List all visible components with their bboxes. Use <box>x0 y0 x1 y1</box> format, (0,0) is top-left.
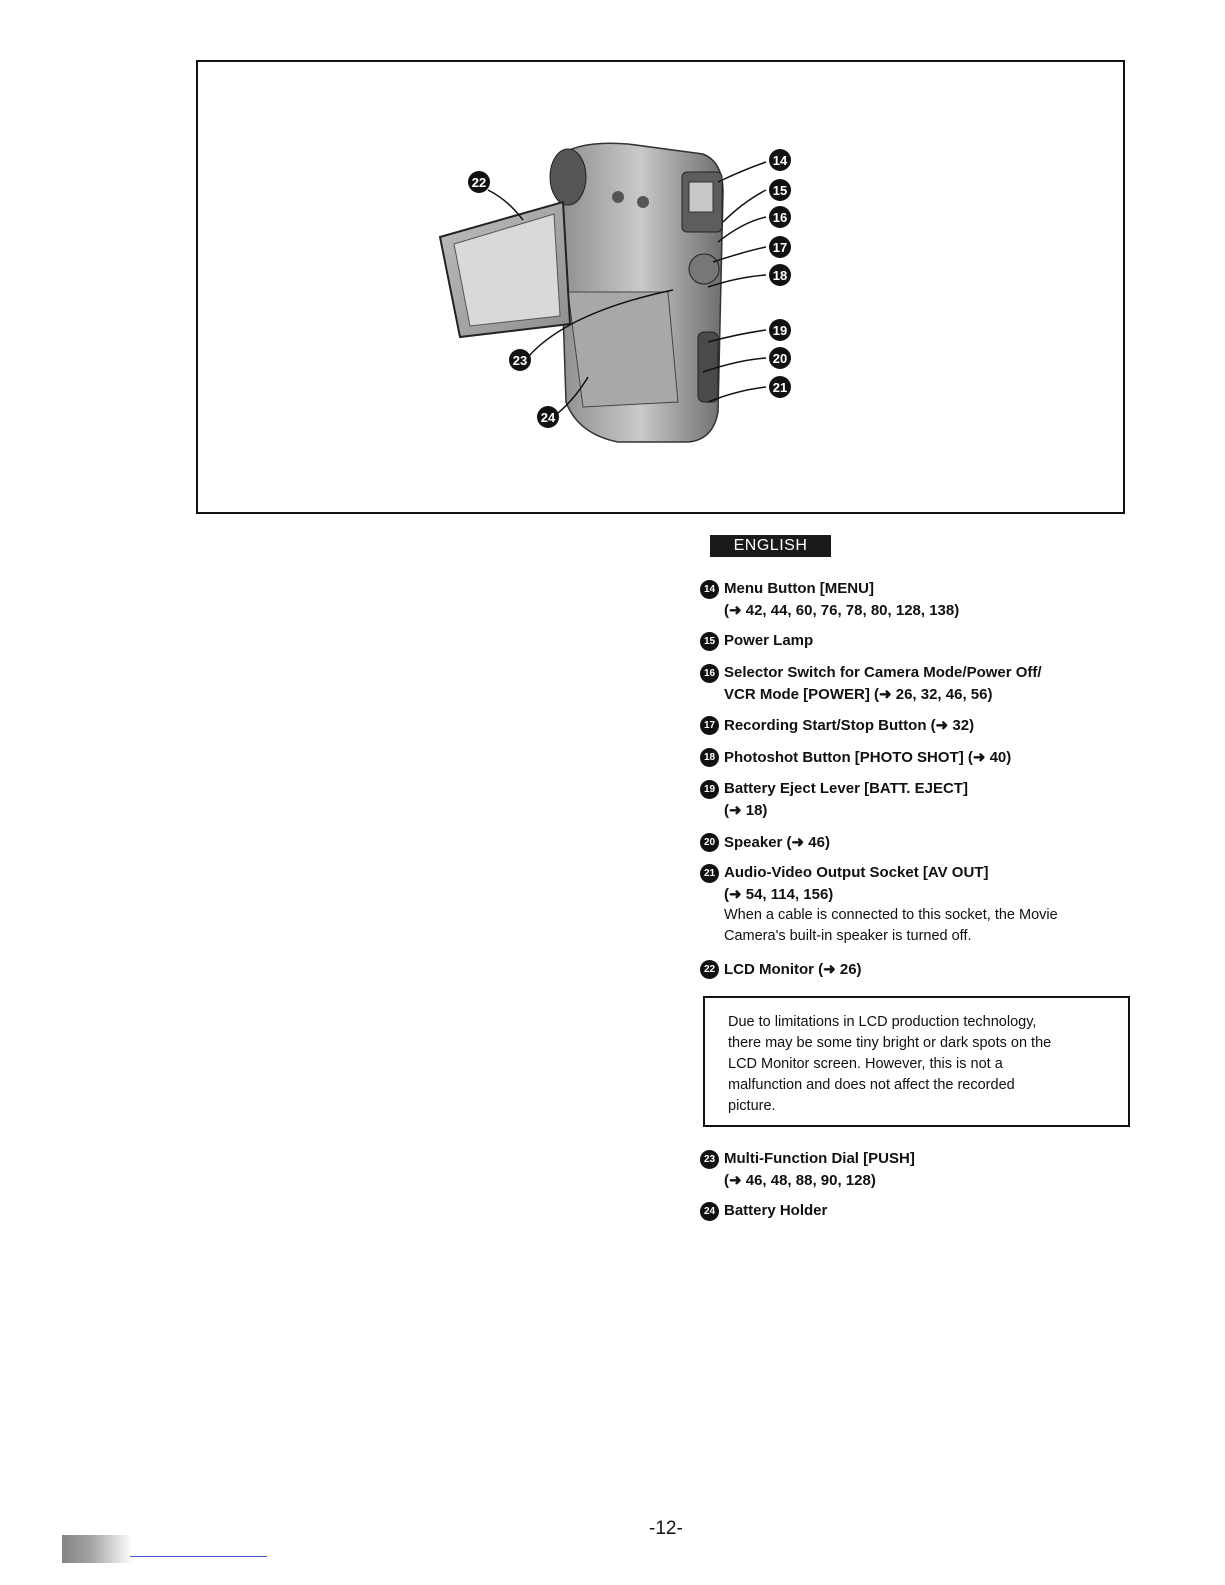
item-number-badge: 14 <box>700 580 719 599</box>
item-number-badge: 18 <box>700 748 719 767</box>
item-note-line: Camera's built-in speaker is turned off. <box>724 928 972 944</box>
svg-text:19: 19 <box>773 323 787 338</box>
item-number-badge: 15 <box>700 632 719 651</box>
lcd-caution-box: Due to limitations in LCD production tec… <box>703 996 1130 1127</box>
item-page-ref: (➜ 42, 44, 60, 76, 78, 80, 128, 138) <box>724 602 960 619</box>
svg-text:20: 20 <box>773 351 787 366</box>
item-title: Audio-Video Output Socket [AV OUT] <box>724 864 989 881</box>
svg-text:16: 16 <box>773 210 787 225</box>
svg-text:17: 17 <box>773 240 787 255</box>
callout-19: 19 <box>769 319 791 341</box>
item-title: Photoshot Button [PHOTO SHOT] (➜ 40) <box>724 749 1012 766</box>
item-title: LCD Monitor (➜ 26) <box>724 961 862 978</box>
item-title: Battery Holder <box>724 1202 828 1219</box>
item-number-badge: 17 <box>700 716 719 735</box>
callout-20: 20 <box>769 347 791 369</box>
battery-holder-shape <box>567 291 679 408</box>
caution-line: there may be some tiny bright or dark sp… <box>728 1035 1052 1051</box>
caution-line: Due to limitations in LCD production tec… <box>728 1014 1037 1030</box>
camera-illustration: 14 15 16 17 18 19 20 21 22 23 24 <box>438 142 791 443</box>
item-number-badge: 22 <box>700 960 719 979</box>
svg-text:18: 18 <box>773 268 787 283</box>
callout-16: 16 <box>769 206 791 228</box>
item-title: Menu Button [MENU] <box>724 580 874 597</box>
item-number-badge: 24 <box>700 1202 719 1221</box>
item-number-badge: 16 <box>700 664 719 683</box>
svg-text:23: 23 <box>513 353 527 368</box>
language-tab: ENGLISH <box>710 535 831 557</box>
caution-line: LCD Monitor screen. However, this is not… <box>728 1056 1003 1072</box>
item-title: Recording Start/Stop Button (➜ 32) <box>724 717 975 734</box>
item-page-ref: VCR Mode [POWER] (➜ 26, 32, 46, 56) <box>724 686 993 703</box>
item-number-badge: 20 <box>700 833 719 852</box>
callout-15: 15 <box>769 179 791 201</box>
callout-23: 23 <box>509 349 531 371</box>
page-number: -12- <box>649 1518 683 1539</box>
svg-text:14: 14 <box>773 153 788 168</box>
item-number-badge: 19 <box>700 780 719 799</box>
callout-14: 14 <box>769 149 791 171</box>
item-number-badge: 21 <box>700 864 719 883</box>
svg-text:15: 15 <box>773 183 787 198</box>
svg-text:22: 22 <box>472 175 486 190</box>
svg-text:21: 21 <box>773 380 787 395</box>
item-number-badge: 23 <box>700 1150 719 1169</box>
callout-21: 21 <box>769 376 791 398</box>
item-page-ref: (➜ 18) <box>724 802 768 819</box>
caution-line: picture. <box>728 1098 776 1114</box>
speaker-shape <box>697 331 719 403</box>
item-note-line: When a cable is connected to this socket… <box>724 907 1058 923</box>
callout-17: 17 <box>769 236 791 258</box>
item-page-ref: (➜ 46, 48, 88, 90, 128) <box>724 1172 876 1189</box>
scan-artifact-line <box>130 1556 267 1557</box>
item-title: Power Lamp <box>724 632 814 649</box>
dial-shape <box>688 253 720 285</box>
item-title: Multi-Function Dial [PUSH] <box>724 1150 915 1167</box>
callout-24: 24 <box>537 406 559 428</box>
item-title: Speaker (➜ 46) <box>724 834 830 851</box>
scan-artifact <box>62 1535 132 1563</box>
camera-figure: 14 15 16 17 18 19 20 21 22 23 24 <box>196 60 1125 514</box>
svg-text:24: 24 <box>541 410 556 425</box>
item-page-ref: (➜ 54, 114, 156) <box>724 886 834 903</box>
caution-line: malfunction and does not affect the reco… <box>728 1077 1015 1093</box>
callout-22: 22 <box>468 171 490 193</box>
item-title: Battery Eject Lever [BATT. EJECT] <box>724 780 968 797</box>
callout-18: 18 <box>769 264 791 286</box>
item-title: Selector Switch for Camera Mode/Power Of… <box>724 664 1042 681</box>
